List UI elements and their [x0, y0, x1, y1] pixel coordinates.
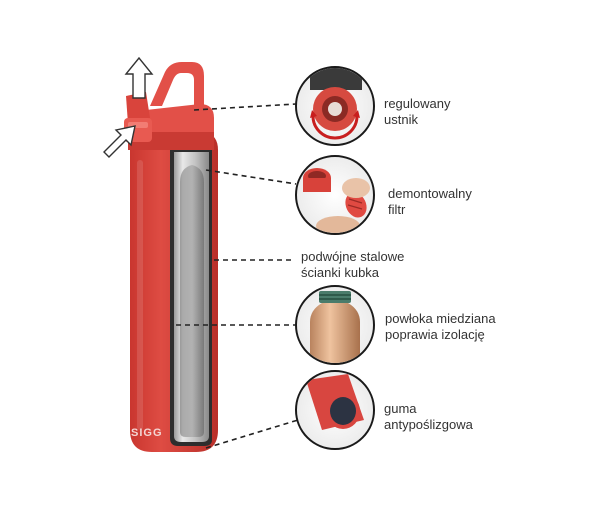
red-mouthpiece-closeup — [295, 66, 375, 146]
brand-logo: SIGG — [131, 427, 163, 439]
feature-label-copper: powłoka miedziana poprawia izolację — [385, 311, 496, 342]
up-arrow-icon — [124, 56, 154, 99]
bottle: SIGG — [124, 62, 218, 452]
leader-lines — [176, 103, 299, 449]
rubber-base-closeup — [295, 370, 375, 450]
feature-label-mouthpiece: regulowany ustnik — [384, 96, 451, 127]
removable-filter-closeup — [295, 155, 375, 235]
feature-label-rubber: guma antypoślizgowa — [384, 401, 473, 432]
feature-label-walls: podwójne stalowe ścianki kubka — [301, 249, 405, 280]
copper-inner-flask-closeup — [295, 285, 375, 365]
feature-label-filter: demontowalny filtr — [388, 186, 472, 217]
diagonal-arrow-icon — [103, 125, 136, 158]
